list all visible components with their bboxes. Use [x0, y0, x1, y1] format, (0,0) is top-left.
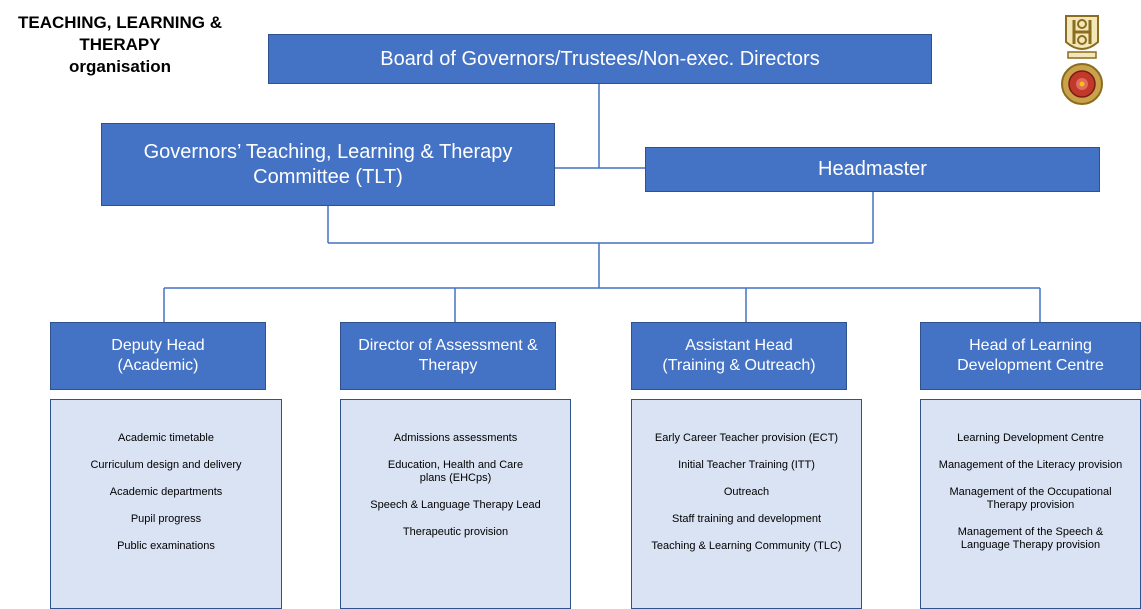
committee-box: Governors’ Teaching, Learning & Therapy …	[101, 123, 555, 206]
dept-list-head-learning-development: Learning Development Centre Management o…	[920, 399, 1141, 609]
list-item: Pupil progress	[130, 513, 202, 525]
list-item: Staff training and development	[671, 513, 821, 525]
dept-heading-line: Development Centre	[957, 357, 1104, 374]
committee-line-1: Governors’ Teaching, Learning & Therapy	[143, 140, 513, 163]
committee-line-2: Committee (TLT)	[253, 165, 403, 188]
dept-heading-line: (Academic)	[117, 357, 199, 374]
list-item: Learning Development Centre	[957, 432, 1104, 444]
headmaster-box: Headmaster	[645, 147, 1100, 192]
list-item: Early Career Teacher provision (ECT)	[654, 432, 839, 444]
dept-list-assistant-head: Early Career Teacher provision (ECT) Ini…	[631, 399, 862, 609]
dept-box-assistant-head: Assistant Head (Training & Outreach)	[631, 322, 847, 390]
headmaster-label: Headmaster	[818, 158, 927, 180]
dept-box-deputy-head: Deputy Head (Academic)	[50, 322, 266, 390]
page-title: TEACHING, LEARNING & THERAPY organisatio…	[0, 12, 240, 78]
title-line-1: TEACHING, LEARNING &	[18, 13, 222, 32]
title-line-3: organisation	[68, 57, 171, 76]
school-crest-icon	[1061, 15, 1103, 105]
dept-heading-line: Director of Assessment &	[358, 337, 538, 354]
list-item: Management of the Occupational Therapy p…	[949, 486, 1112, 511]
list-item: Initial Teacher Training (ITT)	[678, 459, 815, 471]
list-item: Public examinations	[117, 540, 215, 552]
list-item: Admissions assessments	[393, 432, 518, 444]
list-item: Academic timetable	[118, 432, 214, 444]
dept-list-deputy-head: Academic timetable Curriculum design and…	[50, 399, 282, 609]
dept-heading-line: Deputy Head	[111, 337, 205, 354]
list-item: Teaching & Learning Community (TLC)	[651, 540, 842, 552]
dept-heading-line: Therapy	[418, 357, 478, 374]
list-item: Therapeutic provision	[402, 526, 509, 538]
title-line-2: THERAPY	[79, 35, 161, 54]
list-item: Outreach	[723, 486, 770, 498]
board-box: Board of Governors/Trustees/Non-exec. Di…	[268, 34, 932, 84]
dept-heading-line: Head of Learning	[969, 337, 1092, 354]
dept-box-director-assessment: Director of Assessment & Therapy	[340, 322, 556, 390]
list-item: Curriculum design and delivery	[90, 459, 242, 471]
dept-box-head-learning-development: Head of Learning Development Centre	[920, 322, 1141, 390]
dept-list-director-assessment: Admissions assessments Education, Health…	[340, 399, 571, 609]
list-item: Education, Health and Care plans (EHCps)	[387, 459, 524, 484]
dept-heading-line: (Training & Outreach)	[662, 357, 816, 374]
list-item: Management of the Speech & Language Ther…	[957, 526, 1104, 551]
list-item: Speech & Language Therapy Lead	[370, 499, 541, 511]
dept-heading-line: Assistant Head	[685, 337, 793, 354]
list-item: Academic departments	[109, 486, 223, 498]
list-item: Management of the Literacy provision	[938, 459, 1123, 471]
board-label: Board of Governors/Trustees/Non-exec. Di…	[380, 47, 820, 70]
